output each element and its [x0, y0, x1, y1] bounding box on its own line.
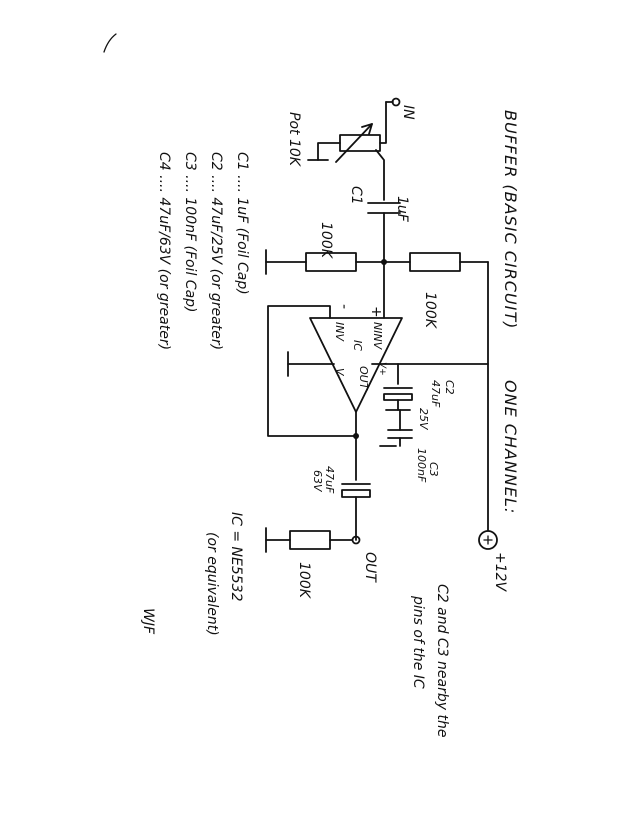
label-plus-sign: +	[368, 306, 384, 318]
placement-note-line1: C2 and C3 nearby the	[434, 584, 450, 737]
subheading-text: ONE CHANNEL:	[501, 380, 520, 514]
resistor-100k-supply	[409, 252, 461, 272]
label-out: OUT	[362, 552, 378, 583]
label-pin-ninv: NINV	[371, 322, 384, 351]
scan-mark	[103, 33, 117, 53]
pot-ground-wire	[317, 142, 341, 161]
label-c1: C1	[348, 186, 364, 205]
label-pin-vplus: V+	[377, 362, 387, 376]
resistor-100k-out	[289, 530, 331, 550]
op-amp-symbol	[309, 317, 403, 413]
c4-plate-bottom	[341, 489, 371, 498]
note-c3: C3 .... 100nF (Foil Cap)	[182, 152, 198, 313]
ic-note-line2: (or equivalent)	[204, 532, 220, 636]
signature: WJF	[140, 608, 156, 635]
label-r-ground-in: 100K	[318, 222, 334, 260]
label-in: IN	[400, 105, 416, 120]
label-r-supply-in: 100K	[422, 292, 438, 330]
label-pin-inv: INV	[333, 322, 346, 342]
note-c1: C1 .... 1uF (Foil Cap)	[234, 152, 250, 295]
placement-note-line2: pins of the IC	[410, 595, 426, 689]
label-pin-vminus: V-	[333, 368, 346, 379]
label-ic: IC	[351, 340, 364, 351]
pot-wiper-arrow	[335, 123, 373, 163]
label-pin-out: OUT	[357, 366, 370, 391]
ic-note-line1: IC = NE5532	[228, 512, 244, 602]
label-c3-value: 100nF	[415, 448, 428, 483]
label-c3: C3	[427, 462, 440, 477]
input-wire	[379, 101, 387, 144]
label-c2-value-1: 47uF	[429, 380, 442, 408]
note-c4: C4 .... 47uF/63V (or greater)	[156, 152, 172, 350]
wiper-wire	[375, 149, 385, 201]
label-supply: +12V	[492, 552, 508, 593]
label-c4-value-1: 47uF	[323, 466, 336, 494]
label-c4-value-2: 63V	[311, 470, 324, 493]
label-minus-sign: -	[336, 304, 352, 309]
label-c2: C2	[443, 380, 456, 395]
label-c2-value-2: 25V	[417, 408, 430, 431]
supply-terminal	[478, 530, 498, 550]
label-pot: Pot 10K	[286, 112, 302, 168]
feedback-wire	[267, 305, 357, 437]
pot-arrow-head	[361, 123, 373, 135]
heading-text: BUFFER (BASIC CIRCUIT)	[501, 110, 520, 329]
label-c1-value: 1uF	[394, 196, 410, 223]
junction-out	[353, 433, 359, 439]
note-c2: C2 .... 47uF/25V (or greater)	[208, 152, 224, 350]
label-r-out: 100K	[296, 562, 312, 600]
